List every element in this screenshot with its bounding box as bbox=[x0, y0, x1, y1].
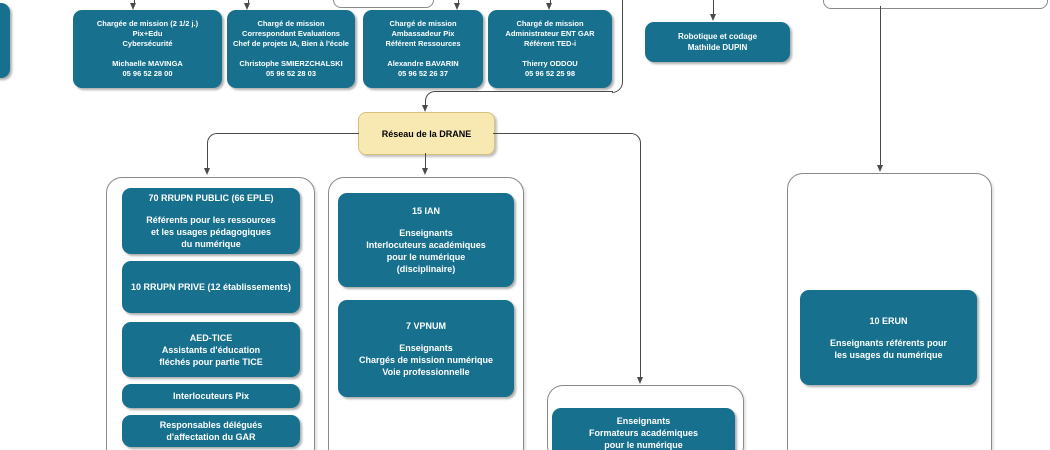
arrowhead-stub-2 bbox=[244, 3, 250, 10]
node-rrupn-public[interactable]: 70 RRUPN PUBLIC (66 EPLE) Référents pour… bbox=[122, 188, 300, 254]
connector-hub-to-ian bbox=[424, 153, 426, 169]
connector-robotique bbox=[713, 0, 714, 14]
partial-node-left-edge[interactable] bbox=[0, 3, 10, 78]
connector-stub-4 bbox=[549, 0, 551, 4]
connector-stub-2 bbox=[247, 0, 249, 4]
arrowhead-formateurs bbox=[636, 377, 643, 384]
node-rrupn-prive[interactable]: 10 RRUPN PRIVE (12 établissements) bbox=[122, 261, 300, 313]
node-title-lines: Interlocuteurs Pix bbox=[172, 391, 250, 401]
connector-stub-1 bbox=[133, 0, 135, 4]
connector-stub-3 bbox=[457, 0, 459, 4]
connector-hub-feed-horizontal bbox=[425, 90, 613, 107]
cut-container-top-right[interactable] bbox=[823, 0, 1048, 9]
arrowhead-robotique bbox=[710, 14, 716, 21]
connector-hub-to-rrupn bbox=[207, 133, 359, 170]
node-title-lines: 7 VPNUM bbox=[405, 320, 446, 331]
connector-hub-feed-vertical bbox=[612, 0, 623, 93]
node-title-lines: 70 RRUPN PUBLIC (66 EPLE) bbox=[148, 193, 274, 203]
node-title-lines: 10 RRUPN PRIVE (12 établissements) bbox=[130, 282, 292, 292]
node-title-lines: 10 ERUN bbox=[869, 315, 908, 326]
node-drane-hub[interactable]: Réseau de la DRANE bbox=[358, 112, 495, 155]
arrowhead-right-group bbox=[877, 165, 883, 172]
hub-label: Réseau de la DRANE bbox=[381, 128, 472, 139]
connector-right-group bbox=[880, 6, 881, 165]
arrowhead-stub-1 bbox=[130, 3, 136, 10]
arrowhead-ian bbox=[421, 168, 428, 175]
arrowhead-hub-feed bbox=[421, 105, 428, 112]
node-interlocuteurs-pix[interactable]: Interlocuteurs Pix bbox=[122, 384, 300, 408]
cut-container-top-center[interactable] bbox=[333, 0, 434, 8]
arrowhead-rrupn bbox=[203, 168, 210, 175]
arrowhead-stub-4 bbox=[546, 3, 552, 10]
connector-hub-to-formateurs bbox=[493, 133, 641, 379]
node-title-lines: 15 IAN bbox=[411, 206, 440, 216]
arrowhead-stub-3 bbox=[454, 3, 460, 10]
